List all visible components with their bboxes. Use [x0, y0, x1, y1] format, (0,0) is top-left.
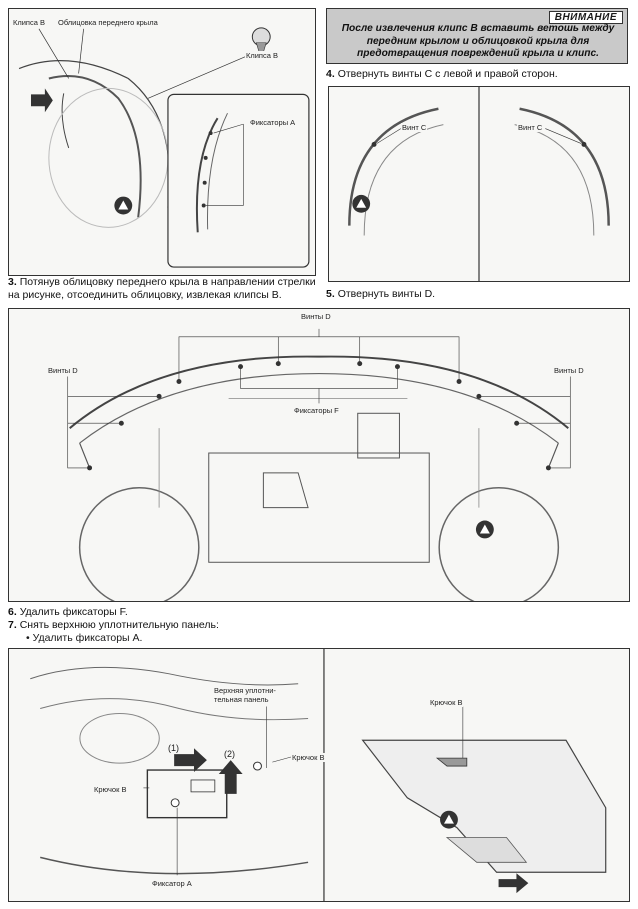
figure-upper-seal-panel: Верхняя уплотни- тельная панель (1) (2) … [8, 648, 630, 902]
label-screws-d-top: Винты D [300, 312, 332, 321]
step-7-bullet: • Удалить фиксаторы A. [26, 632, 142, 644]
fender-lining-illustration [18, 27, 310, 268]
label-hook-b-detail: Крючок B [429, 698, 464, 707]
figure-fender-lining-removal: Клипса B Облицовка переднего крыла Клипс… [8, 8, 316, 276]
label-fixator-a: Фиксатор A [151, 879, 193, 888]
label-fixators-f: Фиксаторы F [293, 406, 340, 415]
label-screws-d-left: Винты D [47, 366, 79, 375]
warning-text: После извлечения клипс B вставить ветошь… [341, 23, 615, 59]
step-5-text: Отвернуть винты D. [337, 288, 436, 300]
underbody-illustration [67, 328, 571, 601]
bullet-text: Удалить фиксаторы A. [32, 632, 143, 644]
step-5-number: 5. [326, 288, 335, 300]
bullet-symbol: • [26, 632, 30, 644]
label-hook-b-right: Крючок B [291, 753, 326, 762]
pull-arrow-icon [30, 88, 53, 113]
engine-bay-illustration [30, 649, 607, 901]
label-screw-c-right: Винт C [517, 123, 544, 132]
step-4-text: Отвернуть винты C с левой и правой сторо… [337, 68, 558, 80]
label-step-2: (2) [223, 749, 236, 759]
label-front-fender-lining: Облицовка переднего крыла [57, 18, 159, 27]
step-7: 7. Снять верхнюю уплотнительную панель: [8, 619, 628, 632]
step-6-text: Удалить фиксаторы F. [19, 606, 128, 618]
label-upper-seal-panel: Верхняя уплотни- тельная панель [213, 686, 277, 704]
label-clip-b-left: Клипса B [12, 18, 47, 27]
step-3-number: 3. [8, 276, 17, 288]
label-step-1: (1) [167, 743, 180, 753]
label-hook-b-left: Крючок B [93, 785, 128, 794]
figure-screws-c: Винт C Винт C [328, 86, 630, 282]
wheel-arch-illustration [348, 87, 610, 281]
label-fixators-a: Фиксаторы A [249, 118, 297, 127]
warning-box: ВНИМАНИЕ После извлечения клипс B встави… [326, 8, 628, 64]
step-4: 4. Отвернуть винты C с левой и правой ст… [326, 68, 631, 81]
step-6: 6. Удалить фиксаторы F. [8, 606, 628, 619]
step-6-number: 6. [8, 606, 17, 618]
step-3: 3. Потянув облицовку переднего крыла в н… [8, 276, 318, 302]
arrow-2-icon [218, 760, 243, 794]
step-4-number: 4. [326, 68, 335, 80]
step-5: 5. Отвернуть винты D. [326, 288, 631, 301]
warning-tag: ВНИМАНИЕ [548, 11, 623, 24]
label-clip-b-right: Клипса B [245, 51, 280, 60]
step-3-text: Потянув облицовку переднего крыла в напр… [8, 276, 316, 301]
label-screws-d-right: Винты D [553, 366, 585, 375]
label-screw-c-left: Винт C [401, 123, 428, 132]
figure-screws-d-underbody: Винты D Винты D Винты D Фиксаторы F [8, 308, 630, 602]
step-7-text: Снять верхнюю уплотнительную панель: [19, 619, 219, 631]
arrow-1-icon [174, 748, 207, 773]
step-7-number: 7. [8, 619, 17, 631]
